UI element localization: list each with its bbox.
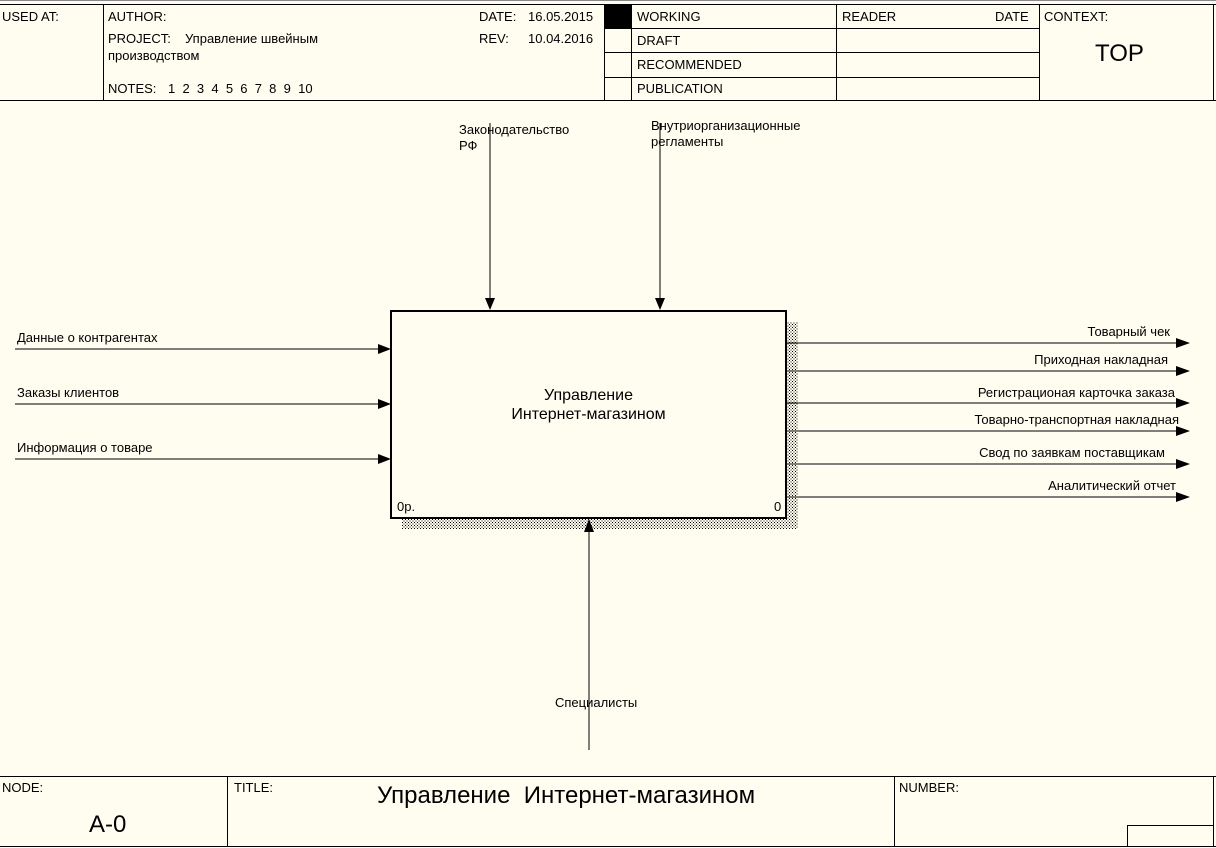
mechanism-arrowhead [584, 519, 594, 532]
input-label: Данные о контрагентах [17, 330, 158, 345]
output-arrowhead [1176, 366, 1190, 376]
node-value: A-0 [89, 811, 127, 838]
project-value-line2: производством [108, 48, 200, 63]
output-arrowhead [1176, 338, 1190, 348]
context-value: TOP [1095, 40, 1144, 67]
input-label: Заказы клиентов [17, 385, 120, 400]
output-label: Товарный чек [1087, 324, 1170, 339]
box-shadow-right [787, 322, 798, 529]
input-arrowhead [378, 344, 391, 354]
activity-cost: 0р. [397, 499, 416, 514]
reader-label: READER [842, 9, 897, 24]
context-label: CONTEXT: [1044, 9, 1109, 24]
output-label: Товарно-транспортная накладная [974, 412, 1179, 427]
number-label: NUMBER: [899, 780, 959, 795]
used-at-label: USED AT: [2, 9, 59, 24]
output-arrowhead [1176, 426, 1190, 436]
notes-label: NOTES: [108, 81, 157, 96]
box-shadow-bottom [402, 518, 798, 529]
status-publication: PUBLICATION [637, 81, 723, 96]
input-label: Информация о товаре [17, 440, 153, 455]
output-label: Свод по заявкам поставщикам [979, 445, 1165, 460]
activity-number: 0 [774, 499, 782, 514]
input-arrowhead [378, 454, 391, 464]
title-value: Управление Интернет-магазином [377, 782, 756, 809]
output-label: Аналитический отчет [1048, 478, 1176, 493]
output-arrowhead [1176, 459, 1190, 469]
activity-box[interactable] [390, 310, 787, 519]
notes-values: 1 2 3 4 5 6 7 8 9 10 [168, 81, 313, 96]
author-label: AUTHOR: [108, 9, 167, 24]
status-recommended: RECOMMENDED [637, 57, 742, 72]
activity-box-title: Управление Интернет-магазином [391, 386, 786, 424]
mechanism-label: Специалисты [555, 695, 638, 710]
control-label-legislation: Законодательство РФ [459, 122, 570, 153]
output-label: Приходная накладная [1034, 352, 1168, 367]
date-value: 16.05.2015 [528, 9, 594, 24]
input-arrowhead [378, 399, 391, 409]
title-label: TITLE: [234, 780, 274, 795]
node-label: NODE: [2, 780, 44, 795]
project-label: PROJECT: [108, 31, 171, 46]
control-arrowhead [485, 298, 495, 310]
rev-value: 10.04.2016 [528, 31, 594, 46]
control-arrowhead [655, 298, 665, 310]
reader-date-label: DATE [995, 9, 1029, 24]
control-label-regulations: Внутриорганизационные регламенты [651, 118, 801, 149]
rev-label: REV: [479, 31, 509, 46]
activity-title-line1: Управление [544, 387, 633, 404]
output-label: Регистрационая карточка заказа [977, 385, 1175, 400]
working-status-marker [605, 5, 631, 28]
status-draft: DRAFT [637, 33, 681, 48]
status-working: WORKING [637, 9, 701, 24]
output-arrowhead [1176, 398, 1190, 408]
activity-title-line2: Интернет-магазином [511, 406, 666, 423]
project-value-line1: Управление швейным [185, 31, 319, 46]
output-arrowhead [1176, 492, 1190, 502]
date-label: DATE: [479, 9, 517, 24]
